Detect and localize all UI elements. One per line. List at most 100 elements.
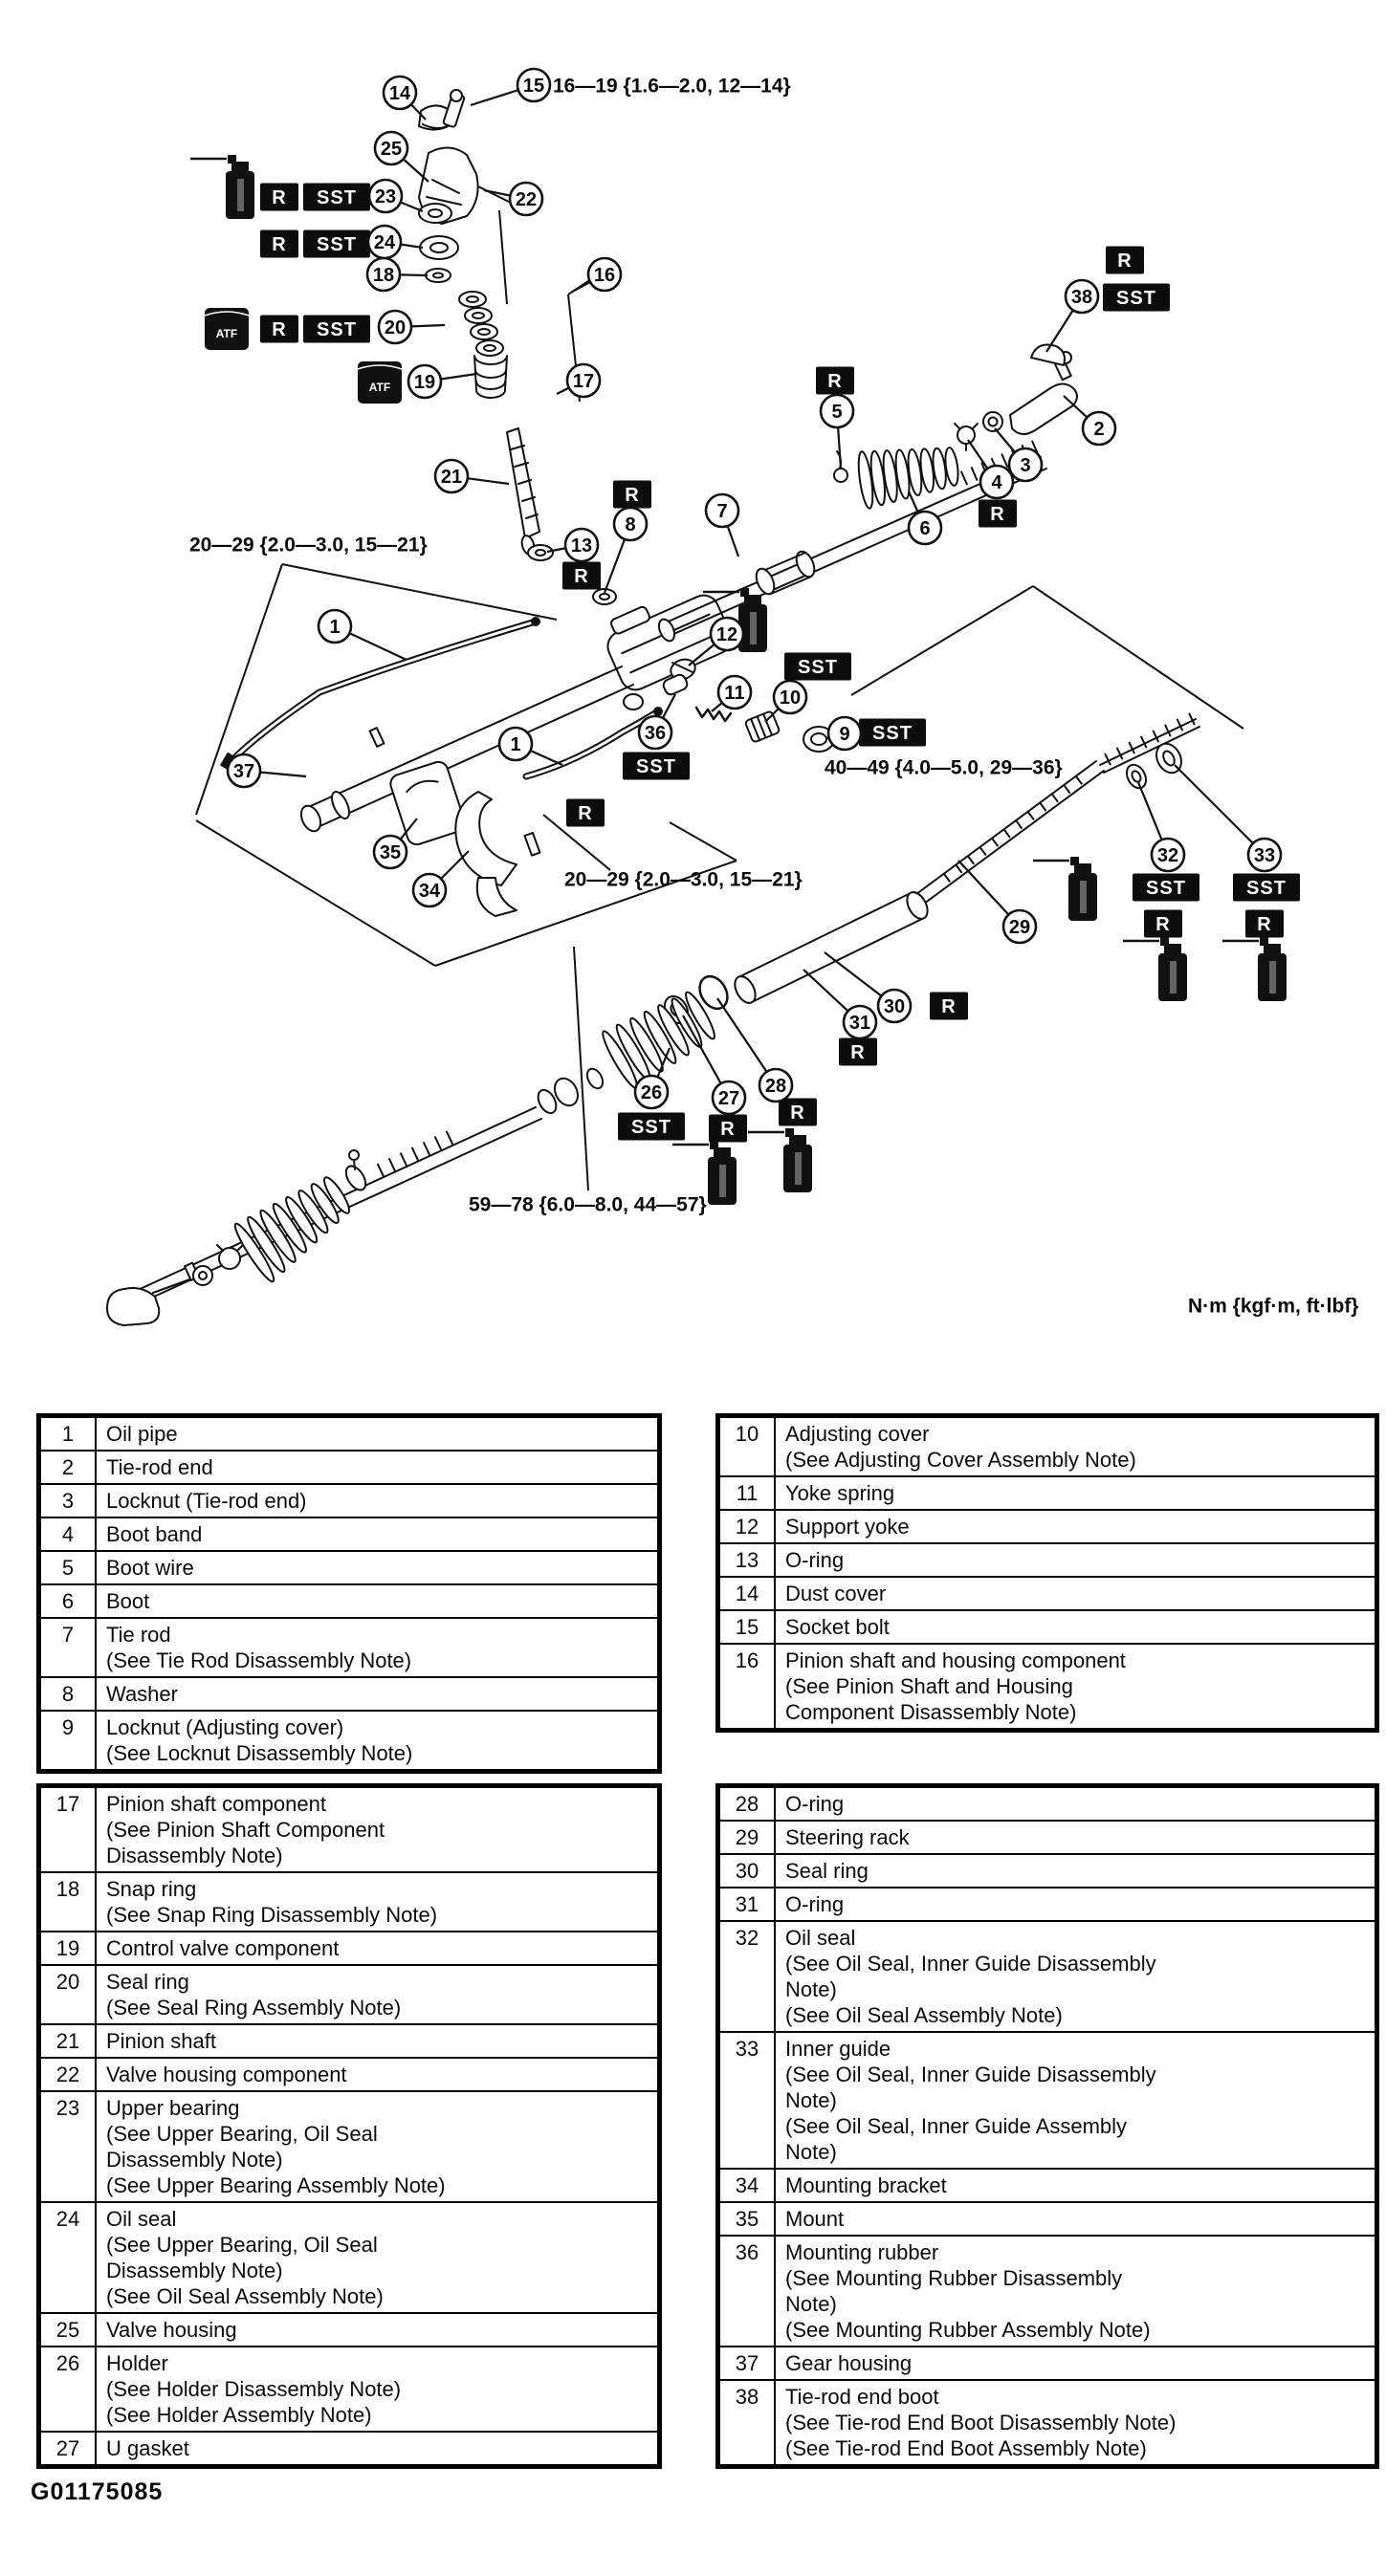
sst-badge: SST	[859, 718, 926, 747]
part-number: 3	[39, 1483, 97, 1518]
part-description: Pinion shaft and housing component(See P…	[774, 1643, 1376, 1730]
part-description: Locknut (Tie-rod end)	[95, 1483, 659, 1518]
part-description: Pinion shaft component(See Pinion Shaft …	[95, 1786, 659, 1873]
part-number: 34	[718, 2168, 776, 2203]
grease-can-icon	[1222, 937, 1287, 1001]
callout-22: 22	[508, 181, 544, 217]
part-description: Upper bearing(See Upper Bearing, Oil Sea…	[95, 2090, 659, 2203]
svg-text:R: R	[790, 1102, 804, 1124]
callout-19: 19	[407, 363, 443, 400]
callout-27: 27	[711, 1080, 747, 1116]
svg-text:31: 31	[849, 1013, 870, 1034]
sst-badge: SST	[784, 652, 851, 681]
svg-text:11: 11	[724, 683, 744, 704]
svg-text:R: R	[272, 187, 286, 208]
part-number: 26	[39, 2346, 97, 2433]
snap-ring-part	[425, 268, 451, 283]
boot-band-part	[954, 423, 979, 451]
part-number: 22	[39, 2057, 97, 2092]
replace-badge: R	[839, 1037, 877, 1066]
grease-can-icon	[672, 1141, 737, 1205]
part-description: Washer	[95, 1676, 659, 1712]
part-description: O-ring	[774, 1887, 1376, 1922]
svg-text:2: 2	[1093, 419, 1104, 440]
svg-text:26: 26	[641, 1082, 662, 1103]
boot-lower-part	[233, 1176, 350, 1283]
callout-34: 34	[411, 872, 448, 908]
upper-bearing-part	[418, 203, 452, 224]
replace-badge: R	[1106, 246, 1144, 274]
svg-text:12: 12	[716, 624, 737, 645]
svg-text:R: R	[574, 566, 588, 587]
svg-text:R: R	[941, 996, 956, 1017]
sst-badge: SST	[623, 752, 690, 780]
svg-text:R: R	[850, 1042, 865, 1063]
part-description: Socket bolt	[774, 1609, 1376, 1645]
part-description: Valve housing component	[95, 2057, 659, 2092]
svg-text:35: 35	[380, 842, 401, 863]
callout-13: 13	[563, 527, 600, 563]
part-description: Holder(See Holder Disassembly Note)(See …	[95, 2346, 659, 2433]
part-description: Locknut (Adjusting cover)(See Locknut Di…	[95, 1710, 659, 1771]
replace-badge: R	[816, 366, 854, 395]
yoke-spring-part	[694, 706, 733, 723]
svg-text:25: 25	[381, 139, 402, 160]
svg-text:16: 16	[594, 265, 615, 286]
callout-29: 29	[1001, 908, 1038, 945]
svg-text:33: 33	[1254, 845, 1275, 866]
svg-text:SST: SST	[317, 319, 357, 340]
tie-rod-end-boot-part	[1030, 343, 1066, 366]
rack-joint-parts	[537, 1067, 605, 1115]
callout-11: 11	[716, 674, 753, 710]
part-description: Pinion shaft	[95, 2023, 659, 2059]
callout-20: 20	[377, 309, 413, 345]
part-description: Oil seal(See Oil Seal, Inner Guide Disas…	[774, 1920, 1376, 2033]
callout-25: 25	[373, 130, 409, 166]
callout-24: 24	[366, 224, 403, 260]
svg-text:5: 5	[831, 402, 842, 423]
part-number: 13	[718, 1542, 776, 1578]
torque-spec: 20—29 {2.0—3.0, 15—21}	[189, 535, 428, 557]
part-description: Tie rod(See Tie Rod Disassembly Note)	[95, 1617, 659, 1678]
callout-17: 17	[565, 362, 602, 399]
svg-text:34: 34	[419, 881, 441, 902]
svg-text:8: 8	[625, 514, 635, 535]
svg-text:ATF: ATF	[369, 381, 390, 394]
svg-text:36: 36	[645, 723, 666, 744]
part-number: 19	[39, 1931, 97, 1966]
replace-badge: R	[709, 1114, 747, 1143]
svg-text:21: 21	[441, 467, 462, 488]
svg-text:SST: SST	[317, 187, 357, 208]
boot-part	[857, 447, 959, 510]
svg-text:20: 20	[385, 317, 406, 338]
boot-wire-lower-part	[344, 1149, 367, 1191]
replace-badge: R	[260, 229, 298, 258]
replace-badge: R	[1245, 909, 1284, 938]
locknut-tie-rod-part	[982, 411, 1003, 432]
grease-can-icon	[1123, 937, 1187, 1001]
part-number: 37	[718, 2346, 776, 2381]
torque-spec: 59—78 {6.0—8.0, 44—57}	[469, 1194, 707, 1216]
svg-text:18: 18	[373, 265, 394, 286]
figure-id: G01175085	[31, 2478, 164, 2505]
torque-spec: 16—19 {1.6—2.0, 12—14}	[553, 76, 791, 98]
part-description: Adjusting cover(See Adjusting Cover Asse…	[774, 1416, 1376, 1477]
